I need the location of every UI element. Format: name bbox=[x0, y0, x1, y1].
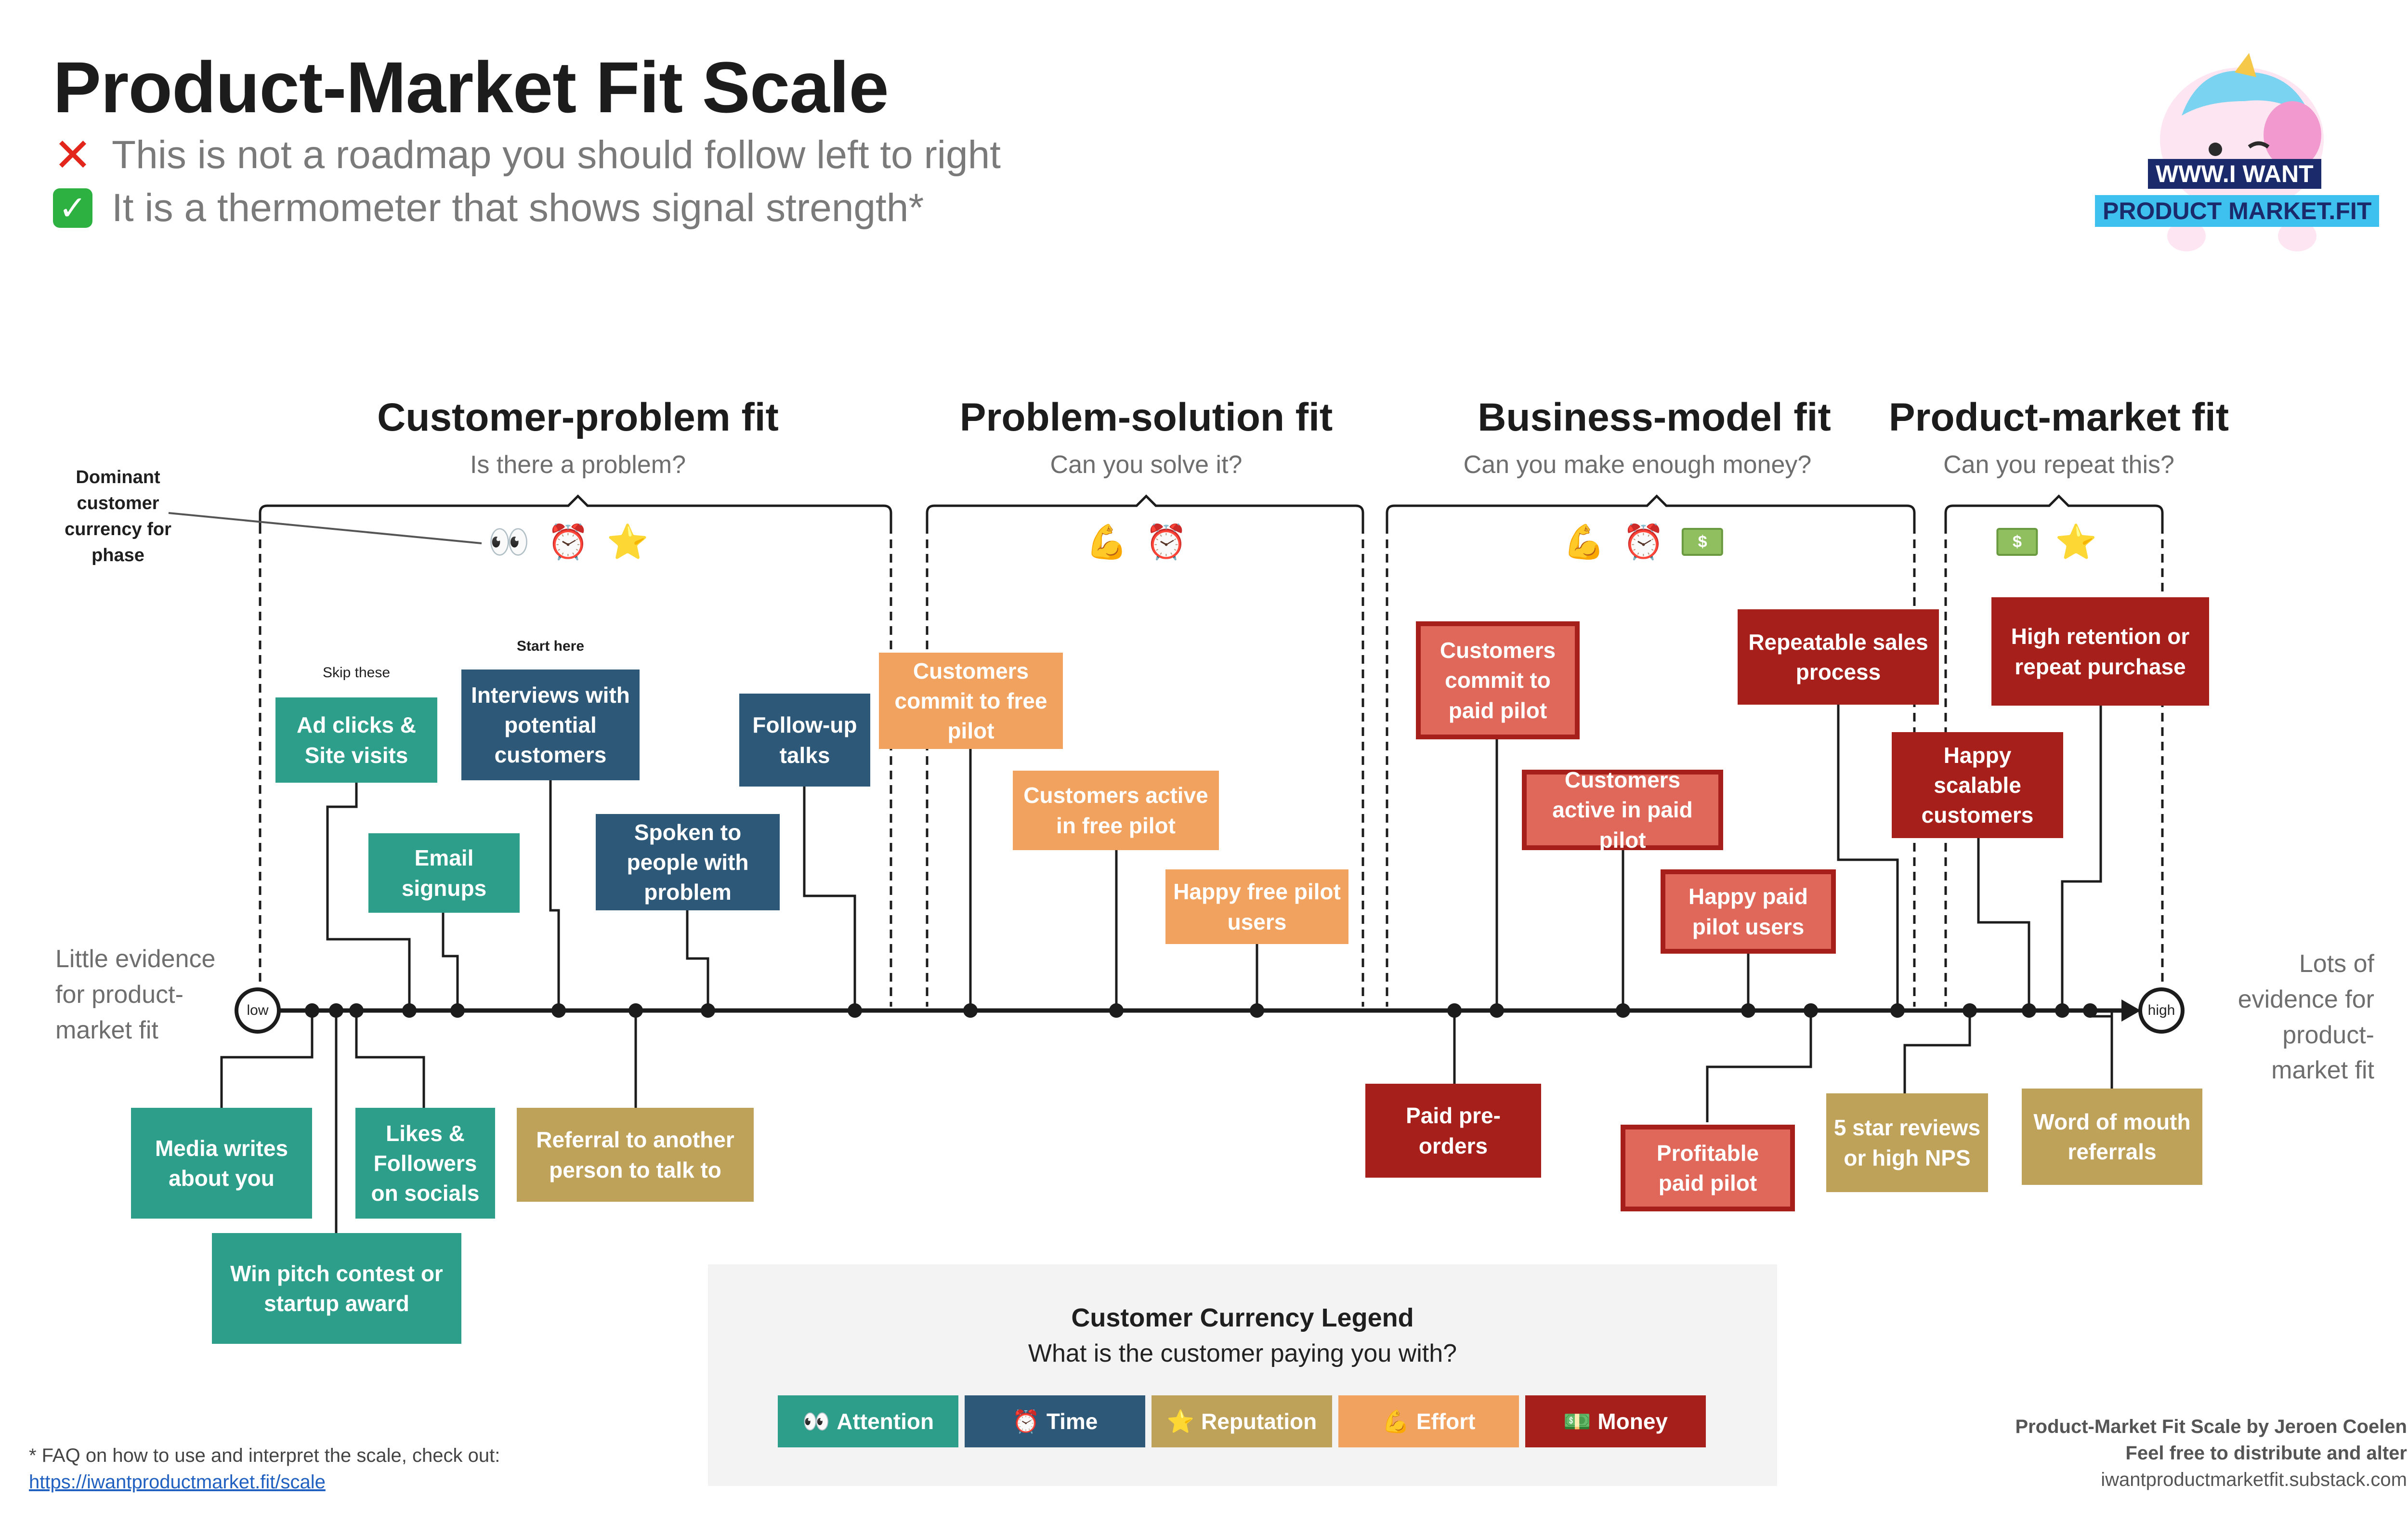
bracket-customer-problem bbox=[259, 494, 892, 525]
legend-title: Customer Currency Legend bbox=[1071, 1303, 1414, 1332]
legend-label-money: Money bbox=[1597, 1409, 1668, 1434]
legend-item-reputation: ⭐ Reputation bbox=[1152, 1395, 1332, 1447]
legend-label-reputation: Reputation bbox=[1201, 1409, 1317, 1434]
disclaimer-line: ✕ This is not a roadmap you should follo… bbox=[53, 130, 1001, 181]
disclaimer-text: This is not a roadmap you should follow … bbox=[112, 133, 1001, 177]
legend-item-time: ⏰ Time bbox=[965, 1395, 1145, 1447]
money-icon: 💵 bbox=[1563, 1408, 1591, 1434]
signal-media-writes: Media writes about you bbox=[131, 1108, 312, 1219]
signal-active-free-pilot: Customers active in free pilot bbox=[1013, 771, 1219, 850]
phase-subtitle-business-model: Can you make enough money? bbox=[1463, 451, 1812, 479]
axis-left-label: Little evidence for product-market fit bbox=[55, 945, 216, 1044]
bracket-problem-solution bbox=[926, 494, 1364, 525]
signal-happy-paid-pilot: Happy paid pilot users bbox=[1661, 869, 1836, 954]
legend-label-effort: Effort bbox=[1416, 1409, 1476, 1434]
signal-paid-preorders: Paid pre-orders bbox=[1365, 1084, 1541, 1178]
signal-five-star-reviews: 5 star reviews or high NPS bbox=[1826, 1093, 1988, 1192]
alarm-clock-icon: ⏰ bbox=[1012, 1408, 1040, 1434]
signal-likes-followers: Likes & Followers on socials bbox=[355, 1108, 495, 1219]
signal-commit-paid-pilot: Customers commit to paid pilot bbox=[1416, 621, 1580, 739]
start-note: Start here bbox=[516, 638, 585, 654]
star-icon: ⭐ bbox=[2055, 523, 2097, 561]
phase-title-product-market: Product-market fit bbox=[1888, 395, 2229, 439]
phase-title-business-model: Business-model fit bbox=[1478, 395, 1831, 439]
money-icon: $ bbox=[1682, 528, 1724, 556]
credit-website[interactable]: iwantproductmarketfit.substack.com bbox=[2101, 1469, 2407, 1490]
legend-subtitle: What is the customer paying you with? bbox=[1028, 1339, 1457, 1367]
phase-title-customer-problem: Customer-problem fit bbox=[377, 395, 779, 439]
signal-ad-clicks: Ad clicks & Site visits bbox=[275, 697, 437, 783]
axis-right-label: Lots of evidence for product-market fit bbox=[2238, 950, 2374, 1085]
signal-follow-up-talks: Follow-up talks bbox=[739, 694, 870, 787]
flexed-biceps-icon: 💪 bbox=[1563, 523, 1605, 561]
alarm-clock-icon: ⏰ bbox=[547, 523, 589, 561]
alarm-clock-icon: ⏰ bbox=[1145, 523, 1188, 561]
phase-currency-business-model: 💪 ⏰ $ bbox=[1563, 523, 1724, 561]
phase-subtitle-product-market: Can you repeat this? bbox=[1943, 451, 2174, 479]
phase-currency-problem-solution: 💪 ⏰ bbox=[1086, 525, 1187, 559]
signal-high-retention: High retention or repeat purchase bbox=[1991, 597, 2209, 706]
signal-pitch-contest: Win pitch contest or startup award bbox=[212, 1233, 461, 1344]
phase-subtitle-customer-problem: Is there a problem? bbox=[470, 451, 686, 479]
faq-link[interactable]: https://iwantproductmarket.fit/scale bbox=[29, 1471, 326, 1493]
phase-title-problem-solution: Problem-solution fit bbox=[959, 395, 1333, 439]
signal-spoken-to-people: Spoken to people with problem bbox=[596, 814, 780, 910]
legend-label-attention: Attention bbox=[837, 1409, 934, 1434]
cross-mark-icon: ✕ bbox=[53, 130, 92, 181]
signal-active-paid-pilot: Customers active in paid pilot bbox=[1522, 767, 1723, 853]
purpose-text: It is a thermometer that shows signal st… bbox=[112, 186, 924, 230]
signal-interviews: Interviews with potential customers bbox=[461, 670, 640, 780]
dominant-currency-note: Dominant customer currency for phase bbox=[65, 467, 171, 565]
signal-repeatable-sales: Repeatable sales process bbox=[1738, 609, 1939, 705]
axis-low-marker: low bbox=[235, 987, 281, 1034]
flexed-biceps-icon: 💪 bbox=[1086, 523, 1128, 561]
signal-happy-scalable: Happy scalable customers bbox=[1892, 732, 2063, 838]
eyes-icon: 👀 bbox=[488, 523, 530, 561]
axis-high-marker: high bbox=[2138, 987, 2185, 1034]
credit-author: Product-Market Fit Scale by Jeroen Coele… bbox=[2015, 1416, 2407, 1437]
logo: WWW.I WANT PRODUCT MARKET.FIT bbox=[2090, 53, 2394, 255]
check-mark-icon: ✓ bbox=[53, 188, 92, 228]
faq-note: * FAQ on how to use and interpret the sc… bbox=[29, 1445, 500, 1466]
star-icon: ⭐ bbox=[1166, 1408, 1195, 1434]
signal-happy-free-pilot: Happy free pilot users bbox=[1165, 869, 1348, 944]
signal-commit-free-pilot: Customers commit to free pilot bbox=[879, 653, 1063, 749]
legend-item-effort: 💪 Effort bbox=[1338, 1395, 1519, 1447]
signal-email-signups: Email signups bbox=[368, 833, 520, 913]
eyes-icon: 👀 bbox=[802, 1408, 830, 1434]
purpose-line: ✓ It is a thermometer that shows signal … bbox=[53, 185, 924, 231]
bracket-business-model bbox=[1386, 494, 1916, 525]
signal-referral: Referral to another person to talk to bbox=[517, 1108, 754, 1202]
signal-word-of-mouth: Word of mouth referrals bbox=[2022, 1089, 2202, 1185]
logo-text-bottom: PRODUCT MARKET.FIT bbox=[2095, 195, 2380, 227]
skip-note: Skip these bbox=[322, 665, 391, 681]
logo-text-top: WWW.I WANT bbox=[2148, 159, 2321, 189]
phase-subtitle-problem-solution: Can you solve it? bbox=[1050, 451, 1243, 479]
credit-license: Feel free to distribute and alter bbox=[2125, 1443, 2407, 1464]
alarm-clock-icon: ⏰ bbox=[1623, 523, 1665, 561]
legend-item-money: 💵 Money bbox=[1525, 1395, 1706, 1447]
legend-item-attention: 👀 Attention bbox=[778, 1395, 958, 1447]
bracket-product-market bbox=[1944, 494, 2164, 525]
legend-panel bbox=[708, 1264, 1777, 1486]
legend-label-time: Time bbox=[1046, 1409, 1098, 1434]
money-icon: $ bbox=[1996, 528, 2038, 556]
star-icon: ⭐ bbox=[606, 523, 649, 561]
phase-currency-product-market: $ ⭐ bbox=[1996, 525, 2097, 559]
flexed-biceps-icon: 💪 bbox=[1382, 1408, 1410, 1434]
page-title: Product-Market Fit Scale bbox=[53, 47, 889, 128]
phase-currency-customer-problem: 👀 ⏰ ⭐ bbox=[488, 525, 649, 559]
signal-profitable-paid-pilot: Profitable paid pilot bbox=[1621, 1125, 1795, 1211]
